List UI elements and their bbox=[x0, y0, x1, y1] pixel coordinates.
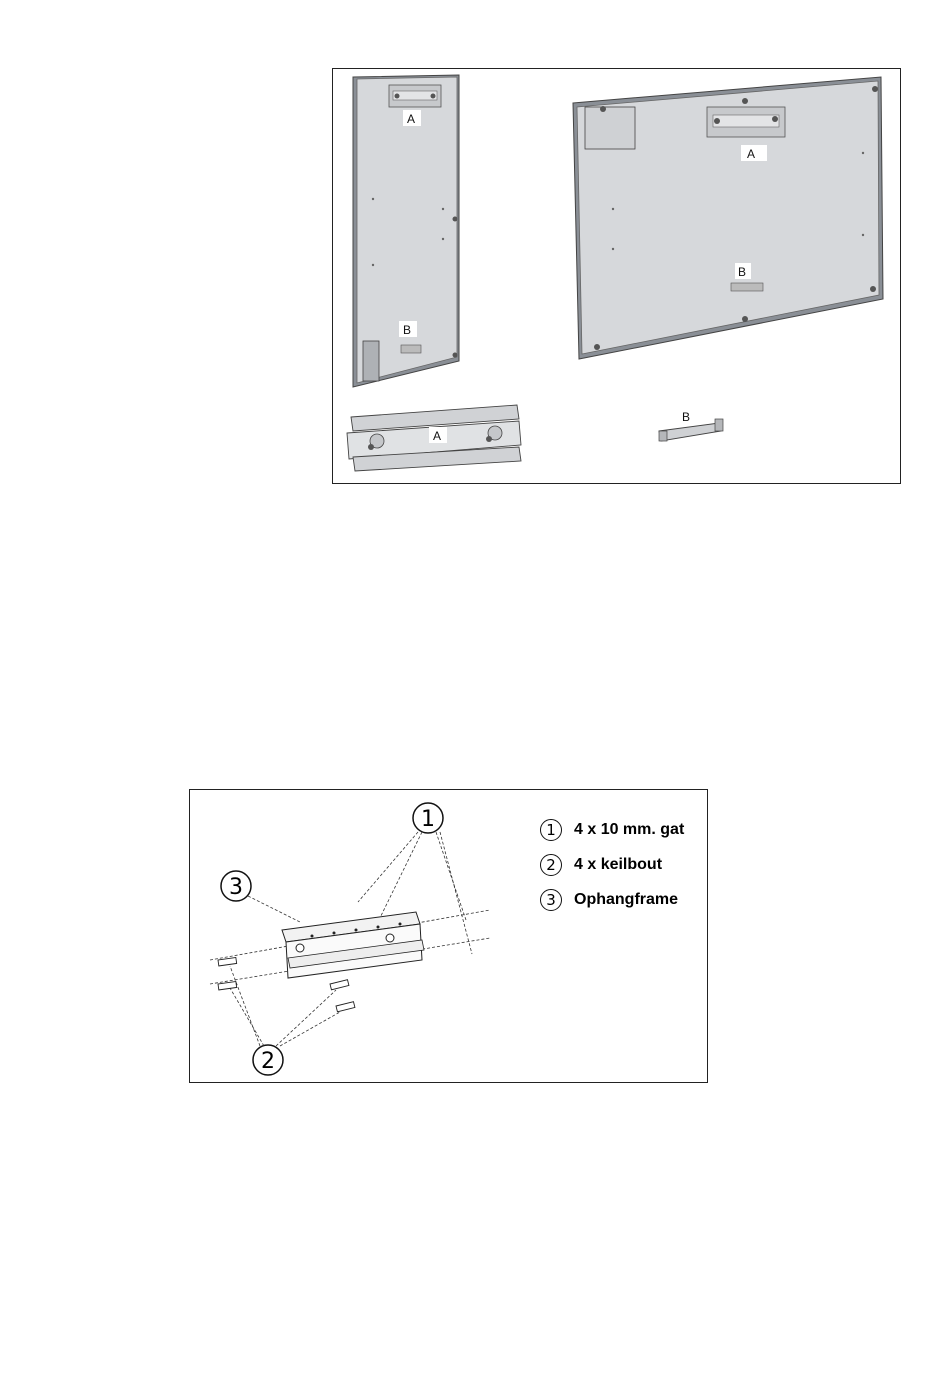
legend-item: 1 4 x 10 mm. gat bbox=[540, 812, 684, 847]
label-a-bracket: A bbox=[433, 429, 441, 443]
landscape-panel bbox=[573, 77, 883, 359]
legend-item: 3 Ophangframe bbox=[540, 882, 684, 917]
mounting-handle-b bbox=[659, 419, 723, 441]
hanging-frame bbox=[282, 912, 424, 978]
legend-text: 4 x 10 mm. gat bbox=[574, 821, 684, 839]
label-b-portrait: B bbox=[403, 323, 411, 337]
callout-3: 3 bbox=[229, 875, 243, 900]
legend-item: 2 4 x keilbout bbox=[540, 847, 684, 882]
label-a-landscape: A bbox=[747, 147, 755, 161]
callout-2: 2 bbox=[261, 1049, 275, 1074]
wall-mounting-figure: 1 3 2 bbox=[189, 789, 708, 1083]
mounting-parts-drawing: A B A B bbox=[333, 69, 902, 485]
callout-1: 1 bbox=[421, 807, 435, 832]
mounting-parts-figure: A B A B bbox=[332, 68, 901, 484]
legend-number: 3 bbox=[540, 889, 562, 911]
legend: 1 4 x 10 mm. gat 2 4 x keilbout 3 Ophang… bbox=[540, 812, 684, 917]
label-a-portrait: A bbox=[407, 112, 415, 126]
label-b-handle: B bbox=[682, 410, 690, 424]
label-b-landscape: B bbox=[738, 265, 746, 279]
legend-number: 2 bbox=[540, 854, 562, 876]
legend-number: 1 bbox=[540, 819, 562, 841]
legend-text: 4 x keilbout bbox=[574, 856, 662, 874]
legend-text: Ophangframe bbox=[574, 891, 678, 909]
